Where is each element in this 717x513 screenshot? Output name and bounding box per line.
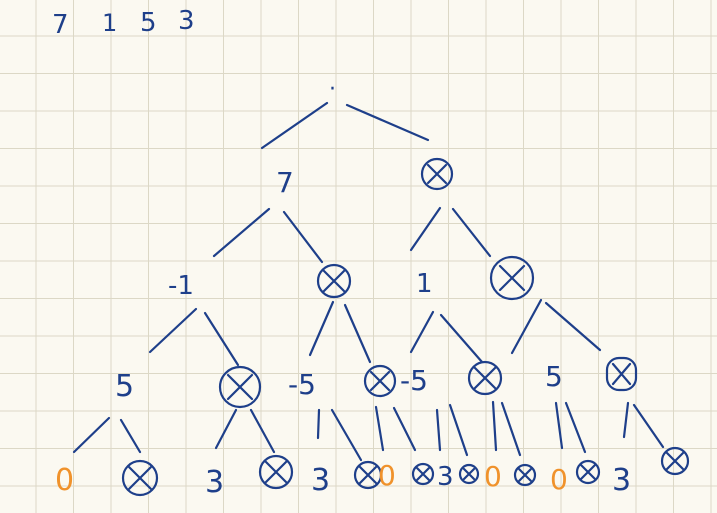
l2-node-4-crossed-icon (489, 255, 535, 301)
l3-node-6-crossed-icon (467, 360, 503, 396)
l3-node-4-crossed-icon (363, 364, 397, 398)
leaf-row: 0 3 3 0 3 0 0 (55, 446, 690, 500)
root-node: · (329, 77, 336, 102)
leaf-9: 3 (437, 462, 454, 492)
leaf-5: 3 (311, 463, 330, 498)
header-digit-1: 7 (52, 10, 69, 40)
l2-node-3: 1 (416, 269, 433, 299)
leaf-4-crossed-icon (258, 454, 294, 490)
l3-node-8-crossed-icon (605, 356, 638, 392)
header-digits: 7 1 5 3 (52, 6, 195, 40)
leaf-2-crossed-icon (121, 459, 159, 497)
leaf-7: 0 (378, 459, 396, 492)
leaf-6-crossed-icon (353, 460, 383, 490)
leaf-1: 0 (55, 463, 74, 498)
leaf-14-crossed-icon (575, 459, 601, 485)
l3-node-5: -5 (400, 364, 428, 397)
l3-node-7: 5 (545, 360, 563, 393)
l2-node-1: -1 (168, 271, 194, 301)
leaf-8-crossed-icon (411, 462, 435, 486)
tree-edges (72, 101, 665, 462)
leaf-15: 3 (612, 463, 631, 498)
leaf-10-crossed-icon (458, 463, 480, 485)
header-digit-4: 3 (178, 6, 195, 36)
leaf-16-crossed-icon (660, 446, 690, 476)
leaf-3: 3 (205, 465, 224, 500)
l3-node-1: 5 (115, 369, 134, 404)
l2-node-2-crossed-icon (316, 263, 352, 299)
l1-node-1: 7 (276, 166, 294, 199)
l1-node-2-crossed-icon (420, 157, 454, 191)
header-digit-2: 1 (102, 9, 117, 37)
leaf-13: 0 (550, 463, 568, 496)
leaf-12-crossed-icon (513, 463, 537, 487)
l3-node-3: -5 (288, 368, 316, 401)
leaf-11: 0 (484, 460, 502, 493)
l3-node-2-crossed-icon (218, 365, 262, 409)
header-digit-3: 5 (140, 8, 157, 38)
